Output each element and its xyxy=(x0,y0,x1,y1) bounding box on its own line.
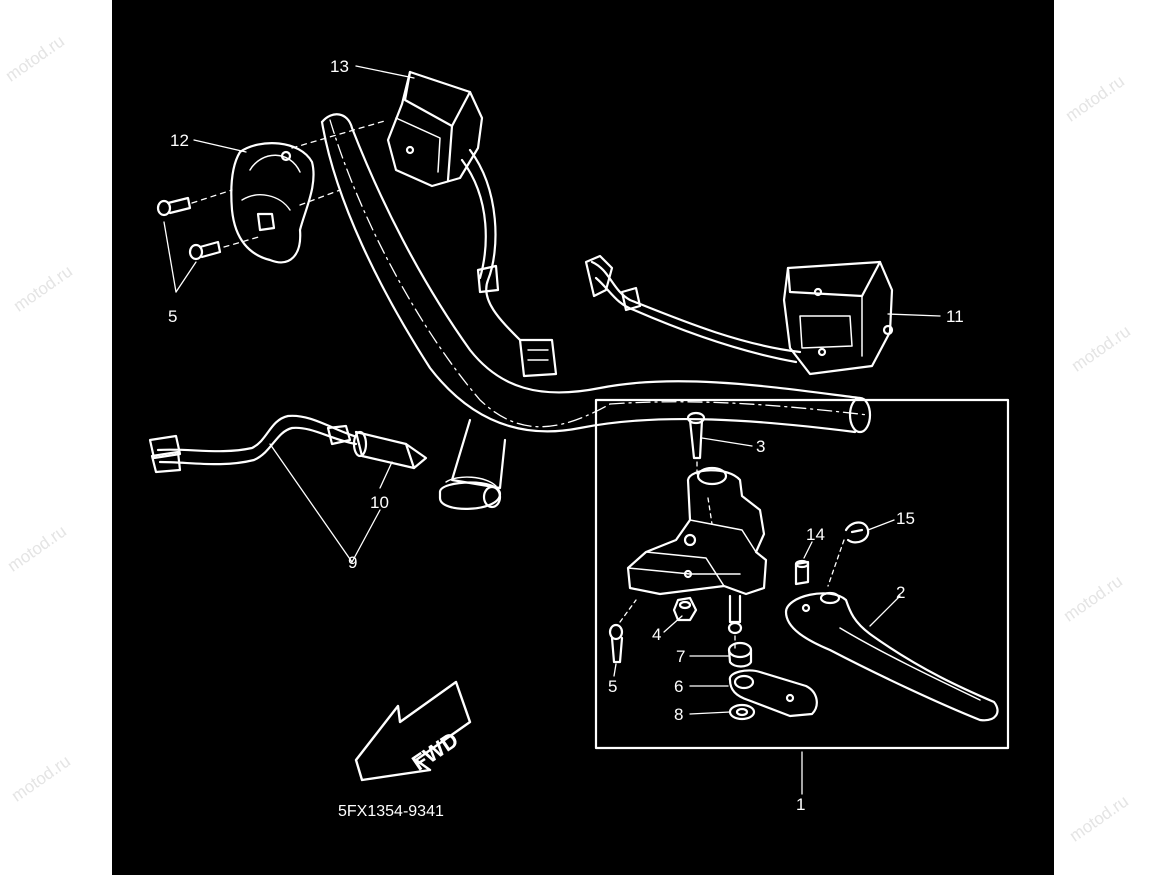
lever xyxy=(784,591,999,722)
callout-12: 12 xyxy=(170,131,189,150)
switch-lead-wire xyxy=(148,414,358,474)
lever-plate xyxy=(728,669,818,718)
screw-right xyxy=(608,599,637,664)
callout-1: 1 xyxy=(796,795,805,814)
callout-5-right: 5 xyxy=(608,677,617,696)
lever-holder xyxy=(626,466,768,596)
callout-14: 14 xyxy=(806,525,825,544)
lever-assembly-box xyxy=(594,398,1010,750)
callout-13: 13 xyxy=(330,57,349,76)
lever-collar xyxy=(727,641,753,668)
right-switch xyxy=(782,260,894,376)
callout-9: 9 xyxy=(348,553,357,572)
switch-lower-half xyxy=(230,142,315,264)
callout-10: 10 xyxy=(370,493,389,512)
leader-lines xyxy=(163,65,941,795)
lever-bushing xyxy=(794,559,810,586)
switch-body xyxy=(352,430,428,470)
callout-11: 11 xyxy=(946,307,964,326)
callout-4: 4 xyxy=(652,625,661,644)
handlebar xyxy=(320,113,872,510)
switch-upper-half xyxy=(386,70,484,188)
diagram-panel xyxy=(112,0,1054,875)
screw-left xyxy=(156,119,389,261)
callout-2: 2 xyxy=(896,583,905,602)
callout-5-left: 5 xyxy=(168,307,177,326)
part-number: 5FX1354-9341 xyxy=(338,803,444,820)
callout-7: 7 xyxy=(676,647,685,666)
callout-6: 6 xyxy=(674,677,683,696)
callout-8: 8 xyxy=(674,705,683,724)
lever-nut xyxy=(672,596,698,622)
callout-3: 3 xyxy=(756,437,765,456)
forward-direction-arrow xyxy=(354,680,472,782)
callout-15: 15 xyxy=(896,509,915,528)
lever-pivot-shaft xyxy=(727,594,743,649)
switch-wire-harness xyxy=(460,148,558,378)
right-switch-wire xyxy=(584,254,802,364)
